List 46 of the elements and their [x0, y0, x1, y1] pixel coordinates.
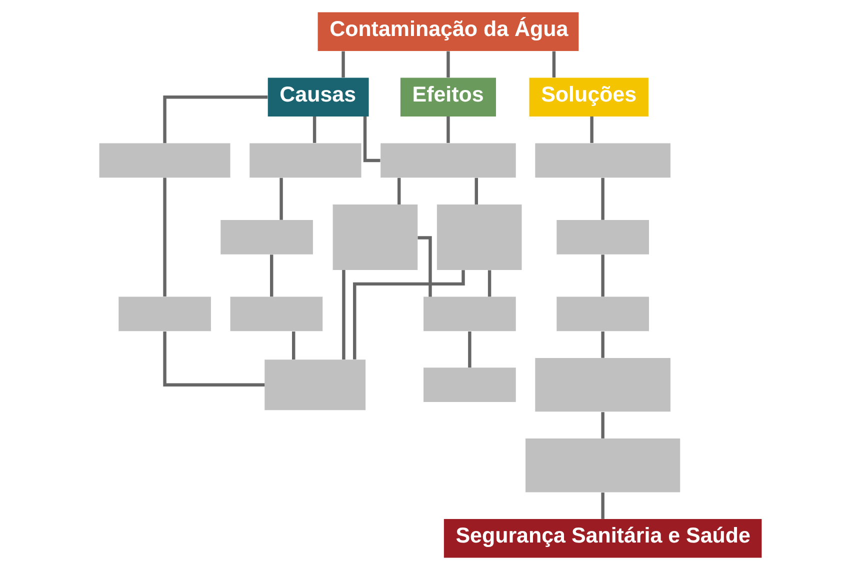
connector — [342, 270, 346, 360]
connector — [270, 254, 274, 297]
connector — [601, 412, 604, 438]
node-box: Causas — [268, 78, 369, 116]
node-box — [526, 438, 680, 492]
node-box — [264, 360, 366, 410]
connector — [418, 236, 432, 297]
node-box: Efeitos — [400, 78, 496, 116]
connector — [601, 254, 604, 297]
connector — [312, 116, 316, 143]
connector — [342, 51, 345, 78]
connector — [468, 332, 472, 368]
node-box — [535, 143, 670, 178]
node-box — [99, 143, 230, 178]
connector — [163, 96, 268, 144]
connector — [292, 332, 296, 360]
node-box: Contaminação da Água — [318, 12, 579, 51]
connector — [397, 178, 401, 204]
node-box — [118, 296, 211, 332]
node-box: Segurança Sanitária e Saúde — [444, 519, 762, 558]
connector — [280, 178, 283, 220]
node-box — [556, 296, 649, 332]
node-box — [380, 143, 516, 178]
connector — [488, 270, 492, 297]
connector — [163, 332, 265, 386]
node-box — [250, 143, 362, 178]
node-box — [332, 204, 418, 270]
connector — [601, 332, 604, 358]
node-box: Soluções — [529, 78, 648, 116]
node-box — [424, 296, 516, 332]
node-box — [535, 358, 670, 412]
connector — [446, 116, 450, 143]
connector — [353, 270, 465, 360]
connector — [474, 178, 478, 204]
connector — [552, 51, 556, 78]
connector — [446, 51, 450, 78]
node-box — [436, 204, 522, 270]
node-box — [230, 296, 323, 332]
connector — [163, 178, 166, 296]
connector — [363, 116, 380, 162]
node-box — [220, 220, 313, 254]
connector — [601, 178, 604, 220]
connector — [590, 116, 594, 143]
connector — [601, 492, 604, 519]
node-box — [556, 220, 649, 254]
node-box — [424, 368, 516, 402]
